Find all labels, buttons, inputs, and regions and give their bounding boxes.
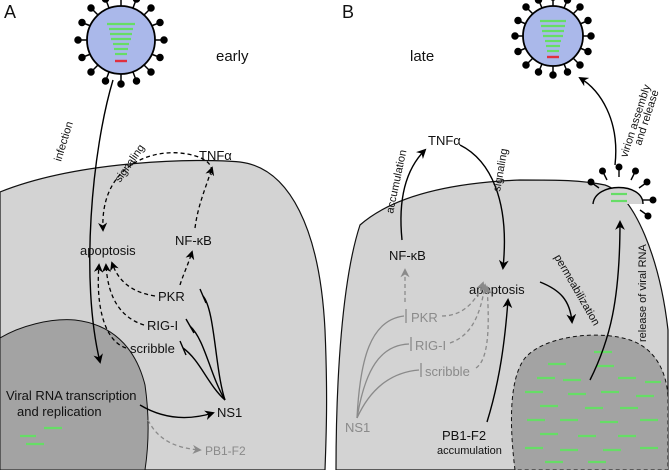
ns1-label-a: NS1 [217,405,242,420]
virus-icon [511,0,595,79]
nucleus-to-pb1f2-arrow [147,419,202,454]
nfkb-to-tnf-accumulation-arrow [400,148,427,241]
panel-b: B late virion assembly and release TNFα … [335,0,669,470]
pb1f2-label-a: PB1-F2 [205,444,246,458]
rna-segment-icon [20,426,62,446]
rigi-to-apoptosis-arrow [101,263,145,326]
pkr-label-a: PKR [158,289,185,304]
scribble-to-apoptosis-arrow [93,263,127,349]
budding-virus-icon [587,163,657,220]
tnf-to-apoptosis-arrow [459,144,509,270]
nfkb-label-b: NF-κB [389,248,426,263]
pb1f2-label-b: PB1-F2 [442,428,486,443]
release-rna-label: release of viral RNA [637,244,649,342]
nucleus-to-ns1-arrow [139,404,215,420]
rigi-label-a: RIG-I [147,318,178,333]
permeabilization-arrow [539,281,577,324]
permeabilized-nucleus-b [511,334,669,470]
early-label: early [216,48,249,65]
ns1-inhibition-b [356,309,422,419]
virion-release-arrow [578,76,617,166]
nucleus-a [0,319,149,470]
tnf-label-a: TNFα [199,148,232,163]
tnf-label-b: TNFα [428,133,461,148]
virus-icon [74,0,168,88]
nfkb-to-tnf-arrow [194,166,215,229]
rigi-label-b: RIG-I [415,338,446,353]
pkr-to-apoptosis-arrow [110,261,156,297]
ns1-label-b: NS1 [345,420,370,435]
signaling-arrow-a [98,152,213,232]
panel-a: A early infection signaling TNFα apoptos… [0,0,328,470]
late-label: late [410,48,434,65]
panel-a-letter: A [4,2,16,22]
panel-b-letter: B [342,2,354,22]
nucleus-text-line1: Viral RNA transcription [6,388,137,403]
scribble-label-a: scribble [130,341,175,356]
pkr-to-nfkb-arrow [179,250,195,286]
rna-segment-icon [525,350,661,464]
pb1f2-accumulation-label: accumulation [437,445,502,457]
scribble-label-b: scribble [425,364,470,379]
apoptosis-label-a: apoptosis [80,243,136,258]
ns1-inhibition-a [179,288,226,401]
infection-label: infection [52,120,75,163]
release-viral-rna-arrow [589,220,625,381]
infection-arrow [89,79,114,364]
pkr-label-b: PKR [411,310,438,325]
pb1f2-to-apoptosis-arrow [486,298,513,423]
inactive-activation-arrows [400,268,493,369]
nfkb-label-a: NF-κB [175,233,212,248]
nucleus-text-line2: and replication [17,404,102,419]
